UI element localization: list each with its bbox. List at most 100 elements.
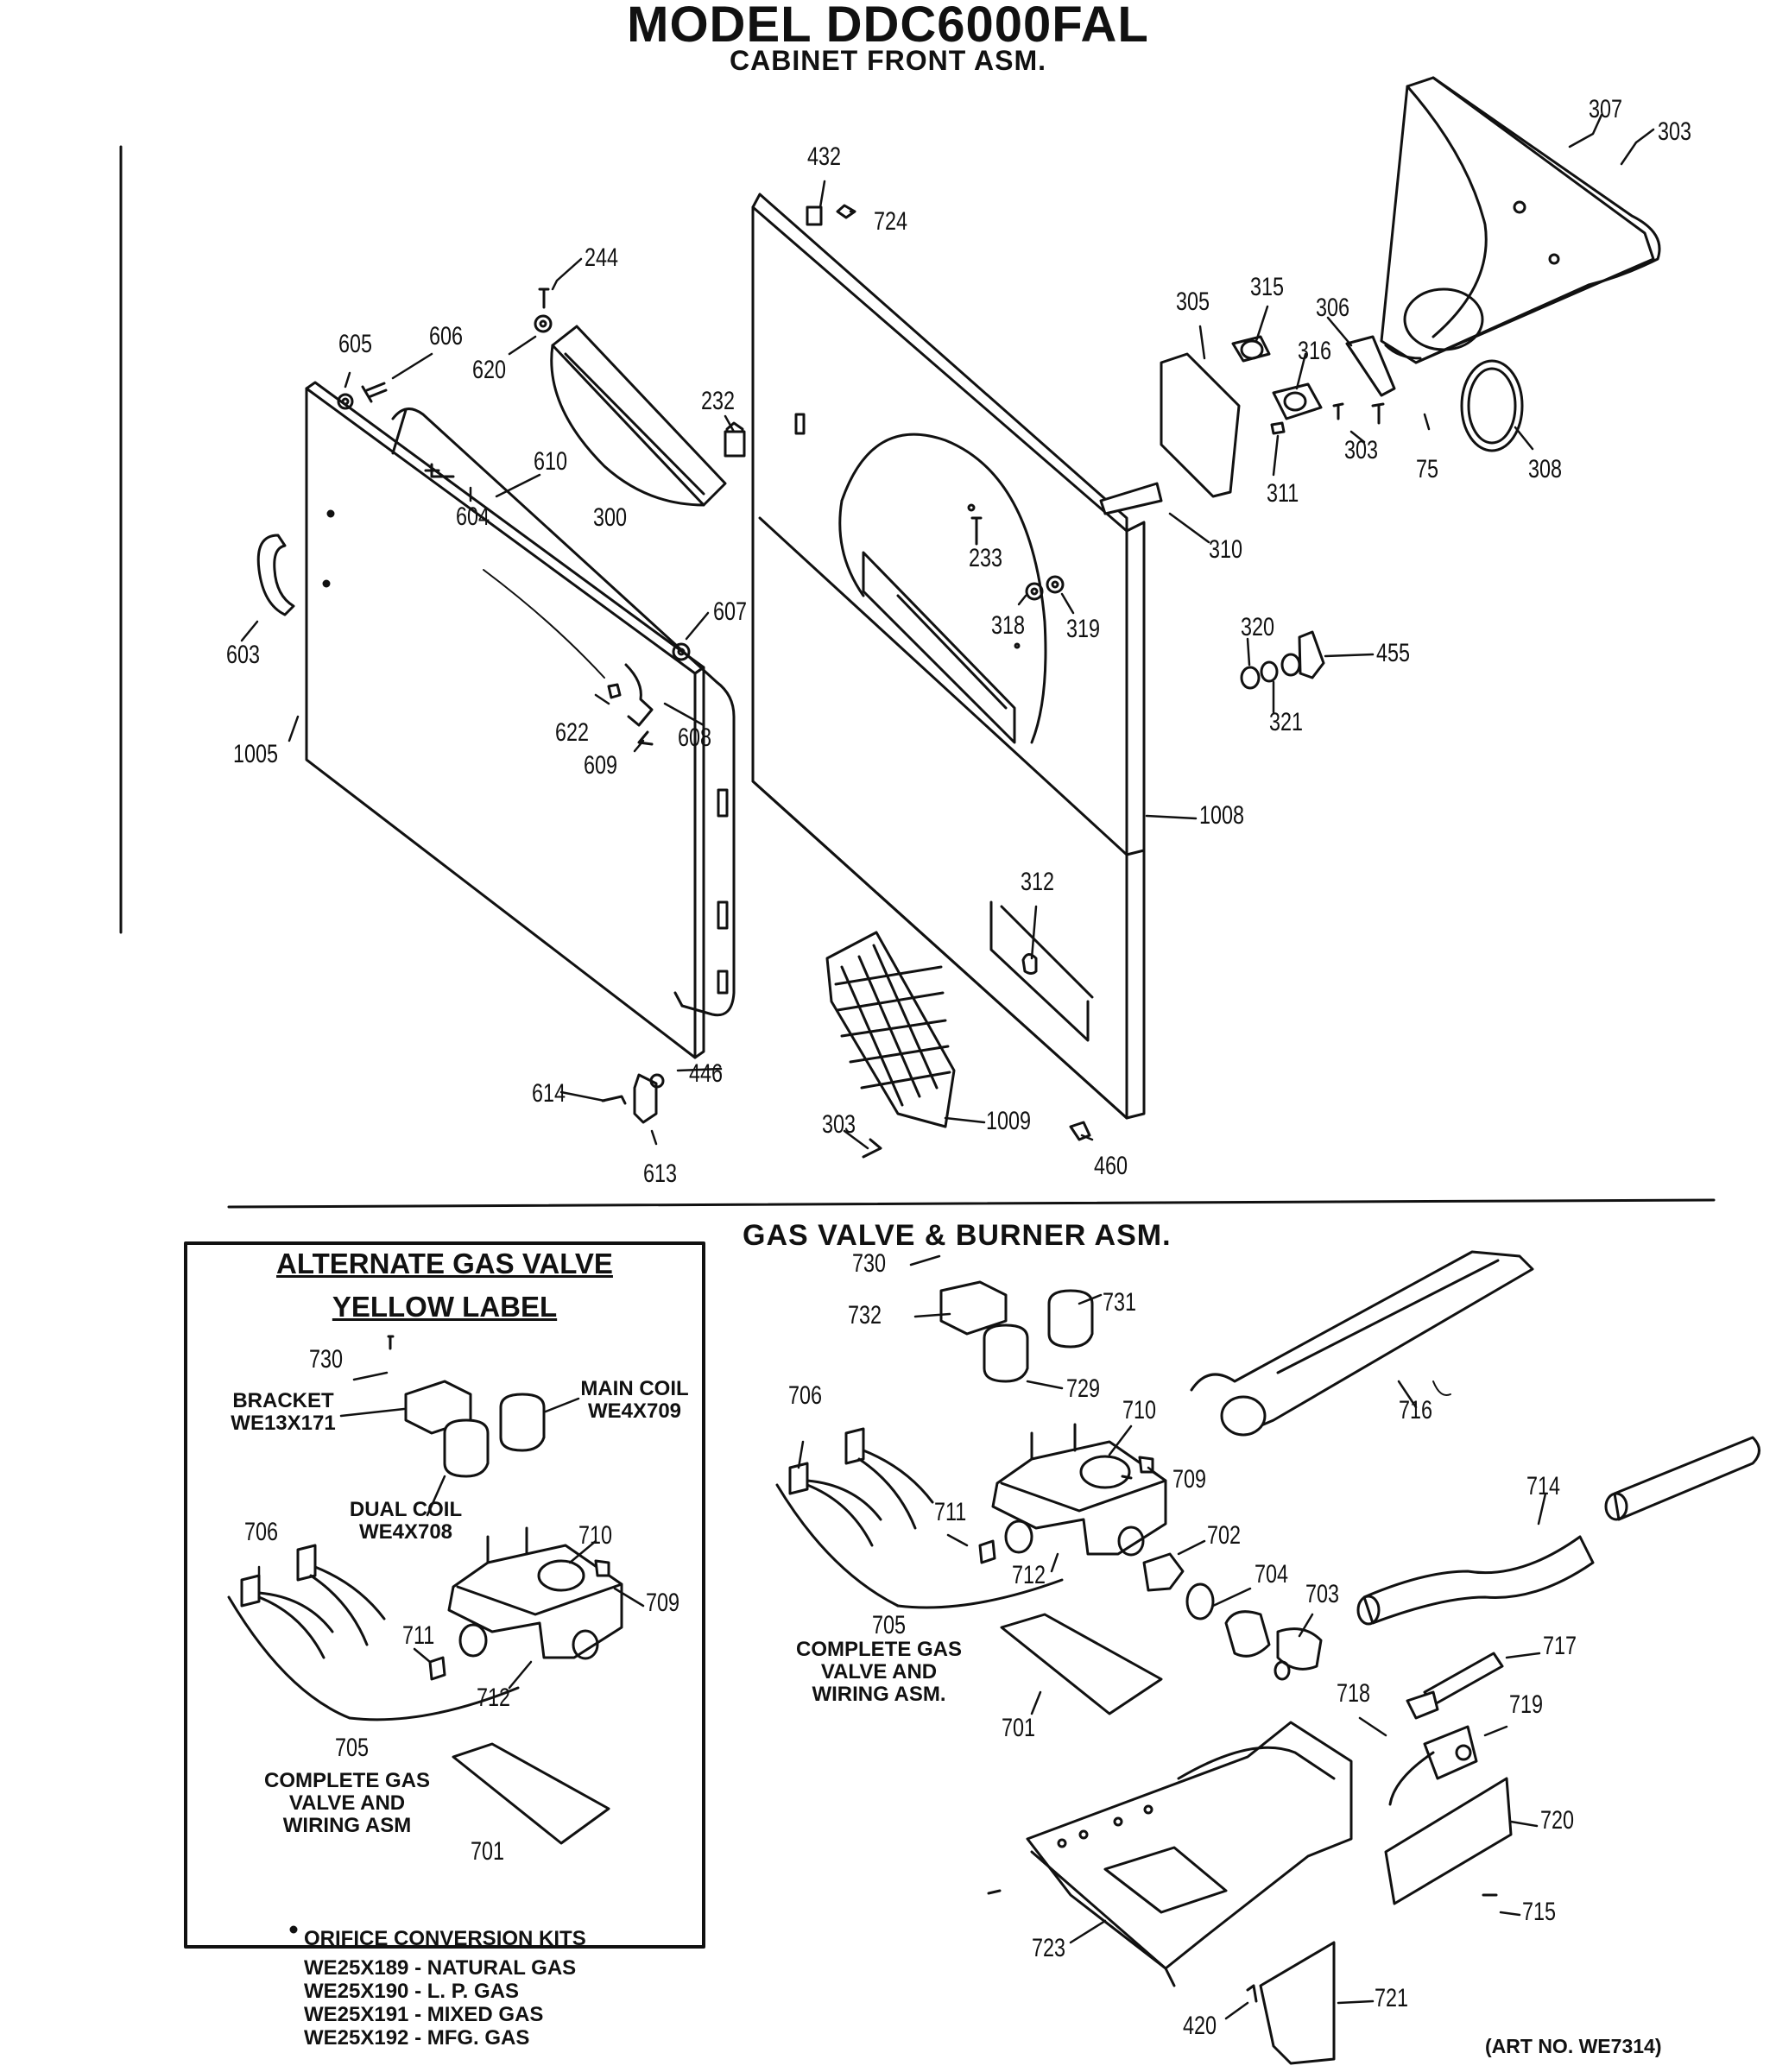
part-number-729: 729: [1066, 1374, 1101, 1403]
gas-section-title: GAS VALVE & BURNER ASM.: [743, 1219, 1172, 1252]
part-number-609: 609: [584, 751, 618, 780]
part-number-706: 706: [788, 1381, 823, 1410]
part-number-610: 610: [534, 447, 568, 476]
part-number-614: 614: [532, 1079, 566, 1108]
alt-part-number-712: 712: [477, 1684, 511, 1712]
orifice-kits-title: ORIFICE CONVERSION KITS: [304, 1927, 586, 1950]
alt-complete-gas-valve-label: COMPLETE GAS VALVE AND WIRING ASM: [263, 1769, 430, 1837]
part-number-620: 620: [472, 356, 507, 384]
part-number-731: 731: [1103, 1288, 1137, 1317]
part-number-455: 455: [1376, 639, 1411, 667]
part-number-1008: 1008: [1199, 801, 1245, 830]
part-number-714: 714: [1526, 1472, 1561, 1500]
part-number-311: 311: [1267, 479, 1299, 508]
part-number-446: 446: [689, 1059, 724, 1088]
orifice-kit-item: WE25X189 - NATURAL GAS: [304, 1956, 577, 1980]
sensor-bracket: [1240, 630, 1325, 690]
part-number-233: 233: [969, 544, 1003, 572]
part-number-719: 719: [1509, 1690, 1544, 1719]
part-number-723: 723: [1032, 1934, 1066, 1962]
part-number-606: 606: [429, 322, 464, 351]
part-number-705: 705: [872, 1611, 907, 1639]
part-number-704: 704: [1255, 1560, 1289, 1589]
part-number-420: 420: [1183, 2012, 1217, 2040]
burner-housing: [1190, 1250, 1534, 1437]
panel-hardware: [724, 204, 1163, 1159]
part-number-724: 724: [874, 207, 908, 236]
leader-lines: [240, 113, 1655, 2020]
part-number-315: 315: [1250, 273, 1285, 301]
part-number-1009: 1009: [986, 1107, 1032, 1135]
part-number-701: 701: [1002, 1714, 1036, 1742]
part-number-716: 716: [1399, 1396, 1433, 1424]
part-number-712: 712: [1012, 1561, 1046, 1589]
front-panel: [751, 193, 1146, 1120]
alt-part-number-709: 709: [646, 1589, 680, 1617]
part-number-717: 717: [1543, 1632, 1577, 1660]
alternate-valve: [227, 1335, 623, 1845]
part-number-303-c: 303: [822, 1110, 856, 1139]
part-number-710: 710: [1122, 1396, 1157, 1424]
part-number-320: 320: [1241, 613, 1275, 641]
thermostats: [1231, 335, 1396, 435]
heater-shield: [1160, 352, 1241, 498]
burner-base: [1026, 1721, 1353, 1987]
part-number-715: 715: [1522, 1898, 1557, 1926]
alternate-valve-box: [184, 1241, 705, 1949]
burner-tube: [1356, 1436, 1760, 1626]
drum-ring: [1460, 359, 1524, 452]
part-number-316: 316: [1298, 337, 1332, 365]
part-number-603: 603: [226, 641, 261, 669]
dual-coil-label: DUAL COIL WE4X708: [349, 1498, 463, 1544]
alt-part-number-711: 711: [402, 1621, 435, 1650]
sensor-plate: [1384, 1777, 1513, 1905]
bracket-label: BRACKET WE13X171: [231, 1389, 336, 1435]
orifice-kit-item: WE25X190 - L. P. GAS: [304, 1980, 519, 2003]
valve-mount-plate: [1000, 1613, 1163, 1715]
alt-part-number-706: 706: [244, 1518, 279, 1546]
part-number-321: 321: [1269, 708, 1304, 736]
part-number-232: 232: [701, 387, 736, 415]
part-number-319: 319: [1066, 615, 1101, 643]
part-number-711: 711: [934, 1498, 967, 1526]
part-number-608: 608: [678, 723, 712, 752]
alternate-title-line2: YELLOW LABEL: [332, 1291, 558, 1323]
page-subtitle: CABINET FRONT ASM.: [729, 45, 1046, 76]
flame-sensor: [1388, 1725, 1478, 1806]
part-number-605: 605: [338, 330, 373, 358]
part-number-604: 604: [456, 502, 490, 531]
door-panel: [305, 381, 705, 1059]
alt-part-number-730: 730: [309, 1345, 344, 1374]
part-number-432: 432: [807, 142, 842, 171]
part-number-306: 306: [1316, 294, 1350, 322]
part-number-703: 703: [1305, 1580, 1340, 1608]
part-number-613: 613: [643, 1159, 678, 1188]
part-number-318: 318: [991, 611, 1026, 640]
main-coil-label: MAIN COIL WE4X709: [580, 1377, 689, 1423]
part-number-308: 308: [1528, 455, 1563, 483]
part-number-732: 732: [848, 1301, 882, 1330]
door-seal: [391, 407, 736, 1017]
page-title: MODEL DDC6000FAL: [627, 0, 1149, 53]
part-number-307: 307: [1589, 95, 1623, 123]
alternate-title-line1: ALTERNATE GAS VALVE: [276, 1248, 613, 1279]
alt-part-number-705: 705: [335, 1734, 370, 1762]
alt-part-number-701: 701: [471, 1837, 505, 1866]
alt-part-number-710: 710: [578, 1521, 613, 1550]
part-number-607: 607: [713, 597, 748, 626]
part-number-622: 622: [555, 718, 590, 747]
orifice-fittings: [1142, 1552, 1323, 1681]
complete-gas-valve-label: COMPLETE GAS VALVE AND WIRING ASM.: [795, 1638, 962, 1706]
part-number-1005: 1005: [233, 740, 279, 768]
part-number-75: 75: [1416, 455, 1439, 483]
part-number-709: 709: [1172, 1465, 1207, 1494]
lint-duct: [550, 325, 727, 507]
part-number-303: 303: [1658, 117, 1692, 146]
part-number-721: 721: [1375, 1984, 1409, 2012]
door-handle: [256, 534, 295, 616]
heat-shield: [1259, 1941, 1336, 2065]
part-number-310: 310: [1209, 535, 1243, 564]
part-number-718: 718: [1337, 1679, 1371, 1708]
orifice-kit-item: WE25X192 - MFG. GAS: [304, 2026, 530, 2050]
